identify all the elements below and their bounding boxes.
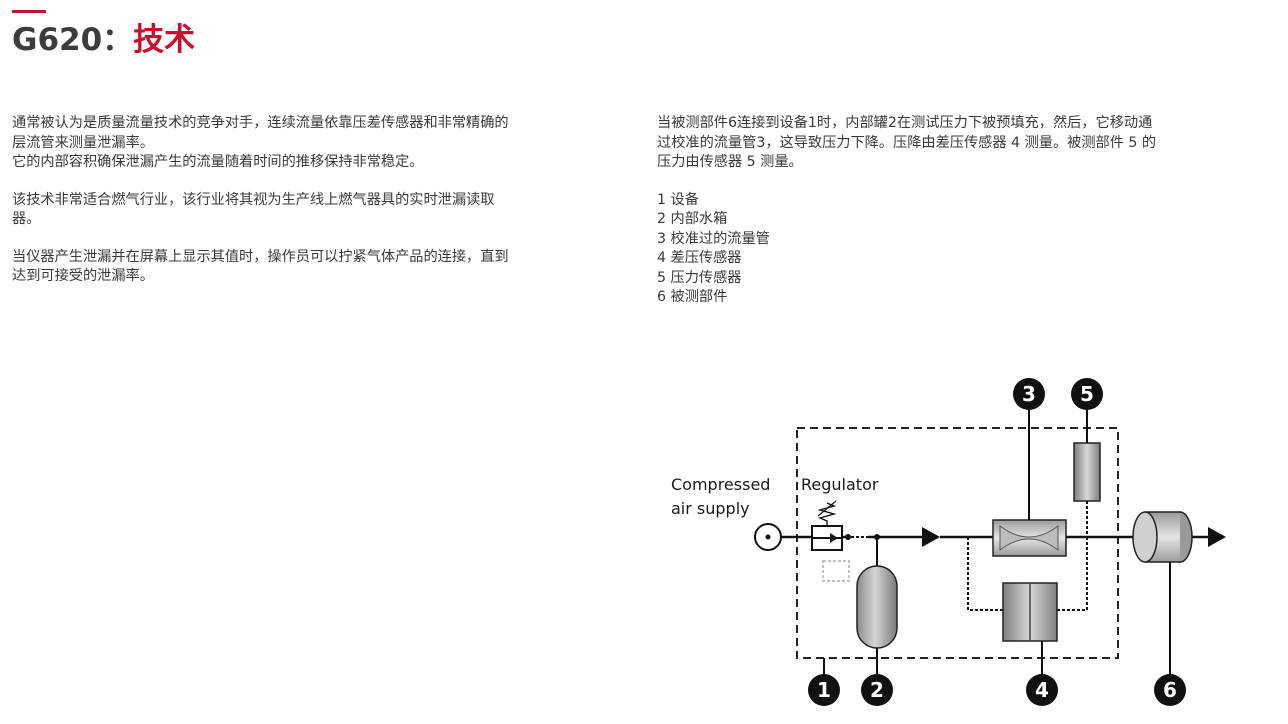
paragraph-intro: 通常被认为是质量流量技术的竞争对手，连续流量依靠压差传感器和非常精确的 层流管来…: [12, 114, 622, 173]
text-line: 当仪器产生泄漏并在屏幕上显示其值时，操作员可以拧紧气体产品的连接，直到: [12, 248, 509, 265]
page-title-model: G620: [12, 22, 103, 58]
dp-sensor-line-downstream: [1057, 537, 1088, 611]
paragraph-operator: 当仪器产生泄漏并在屏幕上显示其值时，操作员可以拧紧气体产品的连接，直到 达到可接…: [12, 248, 622, 287]
text-line: 该技术非常适合燃气行业，该行业将其视为生产线上燃气器具的实时泄漏读取: [12, 191, 495, 208]
marker-3-label: 3: [1022, 382, 1036, 406]
marker-5: [1071, 378, 1103, 410]
regulator-label: Regulator: [801, 475, 879, 494]
flow-arrow: [922, 527, 940, 547]
right-text-column: 当被测部件6连接到设备1时，内部罐2在测试压力下被预填充，然后，它移动通 过校准…: [657, 114, 1257, 308]
text-line: 器。: [12, 211, 41, 227]
paragraph-gas-industry: 该技术非常适合燃气行业，该行业将其视为生产线上燃气器具的实时泄漏读取 器。: [12, 191, 622, 230]
page-title-accent: 技术: [133, 22, 196, 58]
marker-6-label: 6: [1163, 678, 1177, 702]
dp-sensor-line-upstream: [967, 537, 1003, 611]
legend-item: 5 压力传感器: [657, 269, 742, 286]
supply-label-line1: Compressed: [671, 475, 770, 494]
supply-label-line2: air supply: [671, 499, 750, 518]
legend-item: 1 设备: [657, 191, 699, 208]
marker-3: [1013, 378, 1045, 410]
regulator-spring: [817, 502, 837, 526]
title-accent-bar: [12, 10, 46, 13]
marker-2-label: 2: [870, 678, 884, 702]
marker-6: [1154, 674, 1186, 706]
page-title: G620：技术: [12, 20, 195, 60]
text-line: 当被测部件6连接到设备1时，内部罐2在测试压力下被预填充，然后，它移动通: [657, 115, 1153, 131]
text-line: 层流管来测量泄漏率。: [12, 134, 154, 151]
flow-diagram: Compressed air supply Regulator: [660, 370, 1250, 719]
pressure-sensor: [1073, 442, 1101, 502]
marker-4: [1026, 674, 1058, 706]
paragraph-operation: 当被测部件6连接到设备1时，内部罐2在测试压力下被预填充，然后，它移动通 过校准…: [657, 114, 1257, 173]
equipment-boundary: [796, 427, 1119, 659]
marker-1: [808, 674, 840, 706]
marker-1-label: 1: [817, 678, 831, 702]
text-line: 它的内部容积确保泄漏产生的流量随着时间的推移保持非常稳定。: [12, 154, 424, 170]
text-line: 达到可接受的泄漏率。: [12, 268, 154, 284]
left-text-column: 通常被认为是质量流量技术的竞争对手，连续流量依靠压差传感器和非常精确的 层流管来…: [12, 114, 622, 305]
air-supply-dot: [765, 534, 771, 540]
text-line: 压力由传感器 5 测量。: [657, 154, 803, 170]
legend-item: 3 校准过的流量管: [657, 230, 770, 247]
marker-2: [861, 674, 893, 706]
legend-item: 4 差压传感器: [657, 250, 742, 266]
internal-tank: [856, 565, 898, 649]
text-line: 过校准的流量管3，这导致压力下降。压降由差压传感器 4 测量。被测部件 5 的: [657, 134, 1157, 151]
flow-diagram-svg: Compressed air supply Regulator: [671, 378, 1226, 706]
marker-4-label: 4: [1035, 678, 1049, 702]
legend-item: 2 内部水箱: [657, 211, 728, 227]
legend-item: 6 被测部件: [657, 289, 728, 305]
outlet-arrow: [1208, 527, 1226, 547]
component-legend: 1 设备 2 内部水箱 3 校准过的流量管 4 差压传感器 5 压力传感器 6 …: [657, 191, 1257, 308]
marker-5-label: 5: [1080, 382, 1094, 406]
page-title-separator: ：: [102, 22, 134, 58]
regulator-pilot: [822, 560, 850, 582]
text-line: 通常被认为是质量流量技术的竞争对手，连续流量依靠压差传感器和非常精确的: [12, 115, 509, 131]
